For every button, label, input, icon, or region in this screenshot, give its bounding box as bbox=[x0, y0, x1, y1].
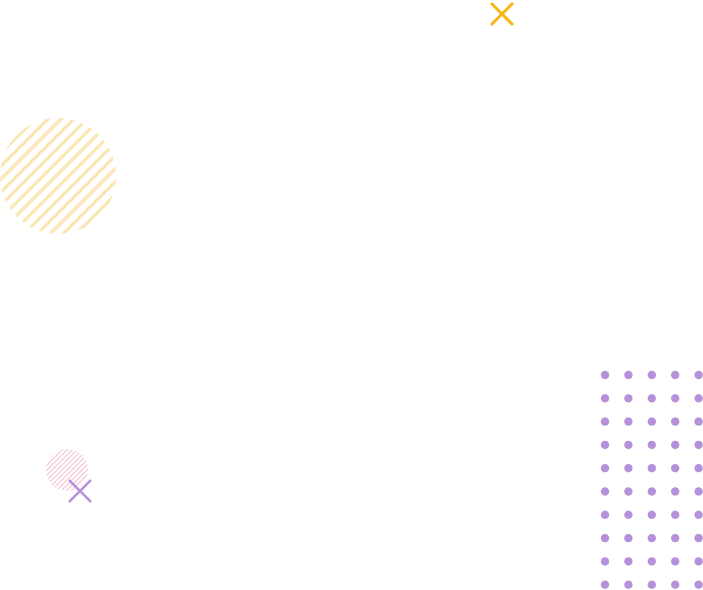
grid-dot bbox=[647, 464, 656, 473]
grid-dot bbox=[671, 440, 680, 450]
grid-dot bbox=[694, 533, 703, 543]
grid-dot bbox=[624, 394, 633, 403]
grid-dot bbox=[694, 464, 703, 473]
grid-dot bbox=[671, 464, 680, 473]
grid-dot bbox=[647, 417, 656, 426]
purple-cross-icon bbox=[68, 479, 92, 503]
grid-dot bbox=[600, 510, 610, 519]
grid-dot bbox=[671, 580, 680, 589]
grid-dot bbox=[694, 487, 703, 496]
dot-grid-icon bbox=[600, 370, 703, 589]
grid-dot bbox=[600, 533, 610, 543]
grid-dot bbox=[624, 510, 633, 519]
grid-dot bbox=[694, 370, 703, 380]
grid-dot bbox=[694, 580, 703, 589]
grid-dot bbox=[671, 510, 680, 519]
grid-dot bbox=[647, 370, 656, 380]
grid-dot bbox=[624, 487, 633, 496]
grid-dot bbox=[694, 510, 703, 519]
grid-dot bbox=[600, 464, 610, 473]
grid-dot bbox=[694, 557, 703, 566]
grid-dot bbox=[647, 510, 656, 519]
striped-circle-large-icon bbox=[0, 118, 116, 234]
grid-dot bbox=[624, 370, 633, 380]
grid-dot bbox=[671, 370, 680, 380]
grid-dot bbox=[671, 487, 680, 496]
grid-dot bbox=[600, 557, 610, 566]
grid-dot bbox=[624, 464, 633, 473]
grid-dot bbox=[671, 394, 680, 403]
grid-dot bbox=[694, 440, 703, 450]
grid-dot bbox=[647, 487, 656, 496]
grid-dot bbox=[624, 580, 633, 589]
grid-dot bbox=[600, 370, 610, 380]
grid-dot bbox=[671, 417, 680, 426]
grid-dot bbox=[694, 417, 703, 426]
grid-dot bbox=[694, 394, 703, 403]
grid-dot bbox=[647, 533, 656, 543]
grid-dot bbox=[647, 557, 656, 566]
grid-dot bbox=[600, 417, 610, 426]
grid-dot bbox=[600, 487, 610, 496]
yellow-cross-icon bbox=[489, 1, 515, 27]
grid-dot bbox=[600, 440, 610, 450]
grid-dot bbox=[624, 533, 633, 543]
grid-dot bbox=[600, 394, 610, 403]
grid-dot bbox=[624, 440, 633, 450]
grid-dot bbox=[671, 533, 680, 543]
grid-dot bbox=[671, 557, 680, 566]
grid-dot bbox=[647, 580, 656, 589]
grid-dot bbox=[647, 394, 656, 403]
grid-dot bbox=[624, 417, 633, 426]
grid-dot bbox=[647, 440, 656, 450]
grid-dot bbox=[600, 580, 610, 589]
grid-dot bbox=[624, 557, 633, 566]
